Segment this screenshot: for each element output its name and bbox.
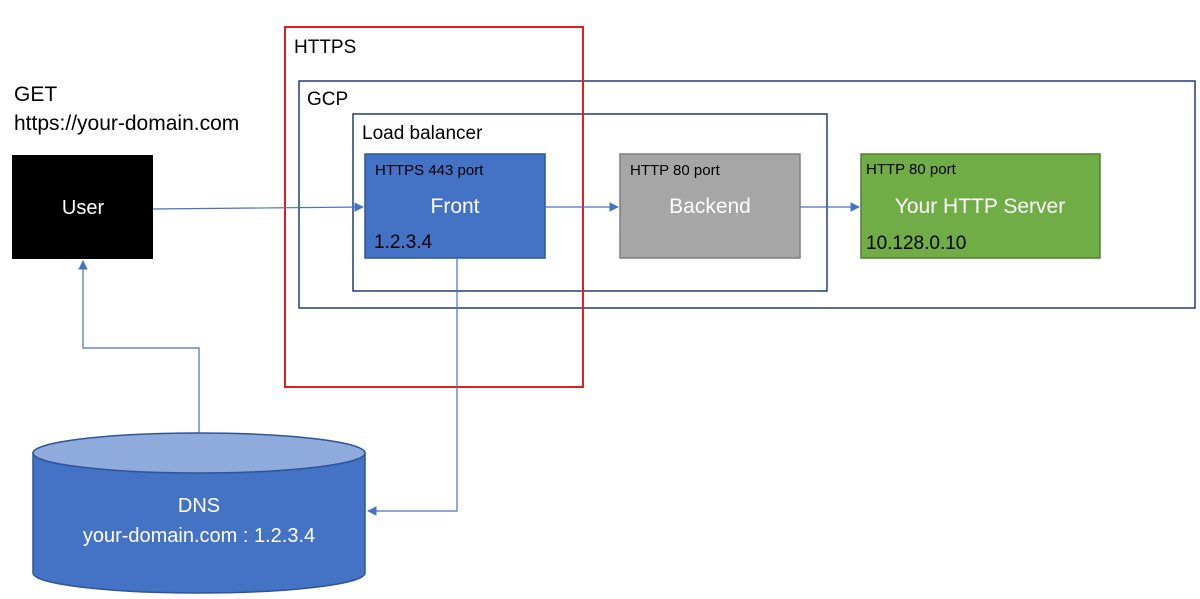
dns-label: DNS <box>177 495 221 517</box>
front-ip-label: 1.2.3.4 <box>374 232 433 253</box>
user-to-front-arrow <box>152 202 364 212</box>
front-label: Front <box>430 195 480 218</box>
server-label: Your HTTP Server <box>894 195 1066 218</box>
request-url: https://your-domain.com <box>14 112 240 135</box>
request-method: GET <box>14 83 58 106</box>
front-box <box>364 153 546 259</box>
gcp-region-label: GCP <box>307 89 349 110</box>
gcp-region <box>298 80 1196 309</box>
server-port-label: HTTP 80 port <box>866 161 956 178</box>
server-box <box>860 153 1101 259</box>
front-to-dns-arrow <box>367 258 458 516</box>
load-balancer-region <box>352 113 828 292</box>
backend-label: Backend <box>669 195 751 218</box>
dns-cylinder <box>32 432 366 594</box>
backend-port-label: HTTP 80 port <box>630 162 720 179</box>
dns-to-user-arrow <box>78 260 200 434</box>
server-ip-label: 10.128.0.10 <box>866 233 967 254</box>
user-label: User <box>61 197 105 219</box>
backend-box <box>619 153 801 259</box>
user-box <box>12 155 153 259</box>
https-region-label: HTTPS <box>294 37 357 58</box>
dns-record-label: your-domain.com : 1.2.3.4 <box>82 525 316 547</box>
load-balancer-label: Load balancer <box>362 123 483 144</box>
front-port-label: HTTPS 443 port <box>375 162 484 179</box>
